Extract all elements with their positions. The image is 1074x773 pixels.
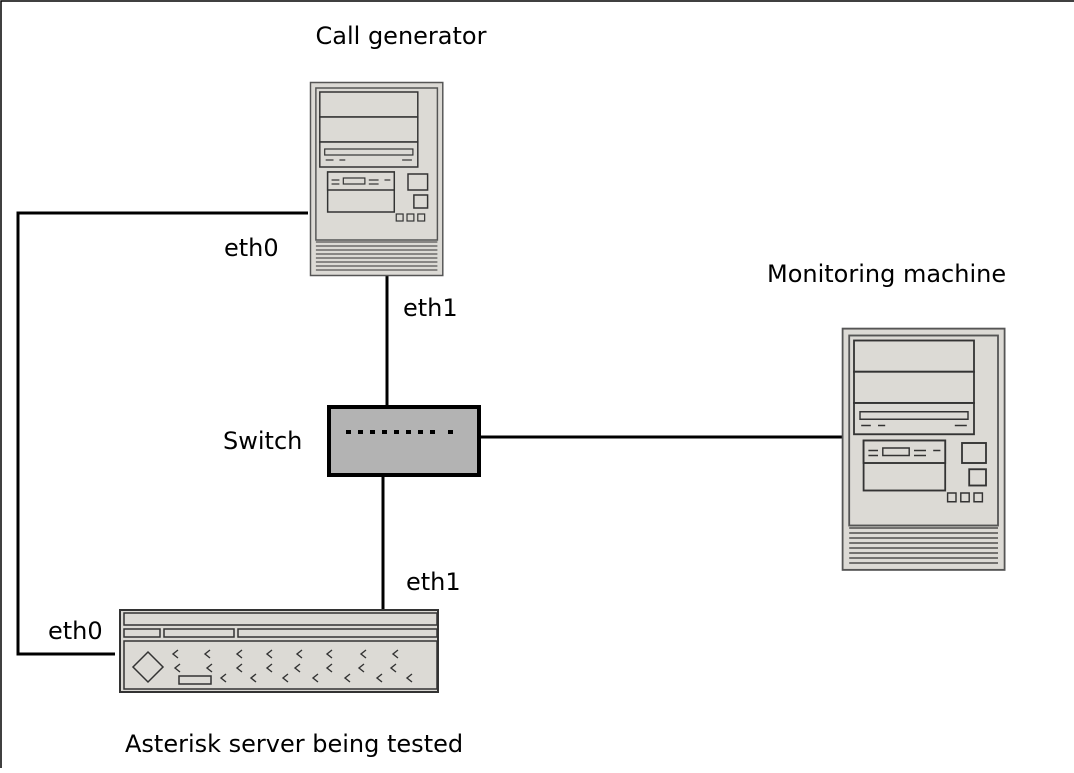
- call-generator-computer[interactable]: [309, 81, 444, 277]
- asterisk-server[interactable]: [119, 609, 439, 693]
- network-switch-icon: [327, 405, 481, 477]
- tower-computer-icon: [841, 327, 1006, 571]
- link-generator-eth0-to-server-eth0: [16, 211, 308, 656]
- network-switch[interactable]: [327, 405, 481, 477]
- connection-lines: [16, 211, 842, 656]
- monitoring-machine-computer[interactable]: [841, 327, 1006, 571]
- call-generator-label: Call generator: [316, 22, 487, 50]
- switch-label: Switch: [223, 427, 302, 455]
- generator-eth1-label: eth1: [403, 294, 458, 322]
- server-eth1-label: eth1: [406, 568, 461, 596]
- rack-server-icon: [119, 609, 439, 693]
- asterisk-server-label: Asterisk server being tested: [125, 730, 463, 758]
- tower-computer-icon: [309, 81, 444, 277]
- server-eth0-label: eth0: [48, 617, 103, 645]
- switch-ports: [346, 430, 453, 434]
- monitoring-machine-label: Monitoring machine: [767, 260, 1006, 288]
- generator-eth0-label: eth0: [224, 234, 279, 262]
